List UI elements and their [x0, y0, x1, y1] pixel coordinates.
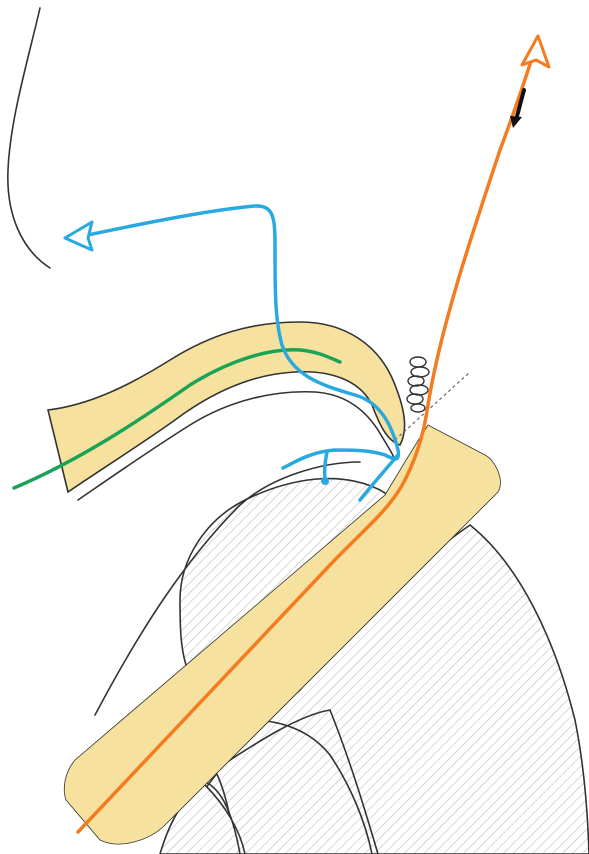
suture-coil	[407, 357, 429, 412]
blue-route-stub	[325, 452, 327, 478]
blue-arrowhead	[65, 222, 92, 250]
face-outline	[8, 8, 50, 268]
blue-route-dot	[321, 477, 329, 485]
orange-arrowhead	[522, 36, 549, 67]
black-arrowhead	[510, 116, 522, 128]
